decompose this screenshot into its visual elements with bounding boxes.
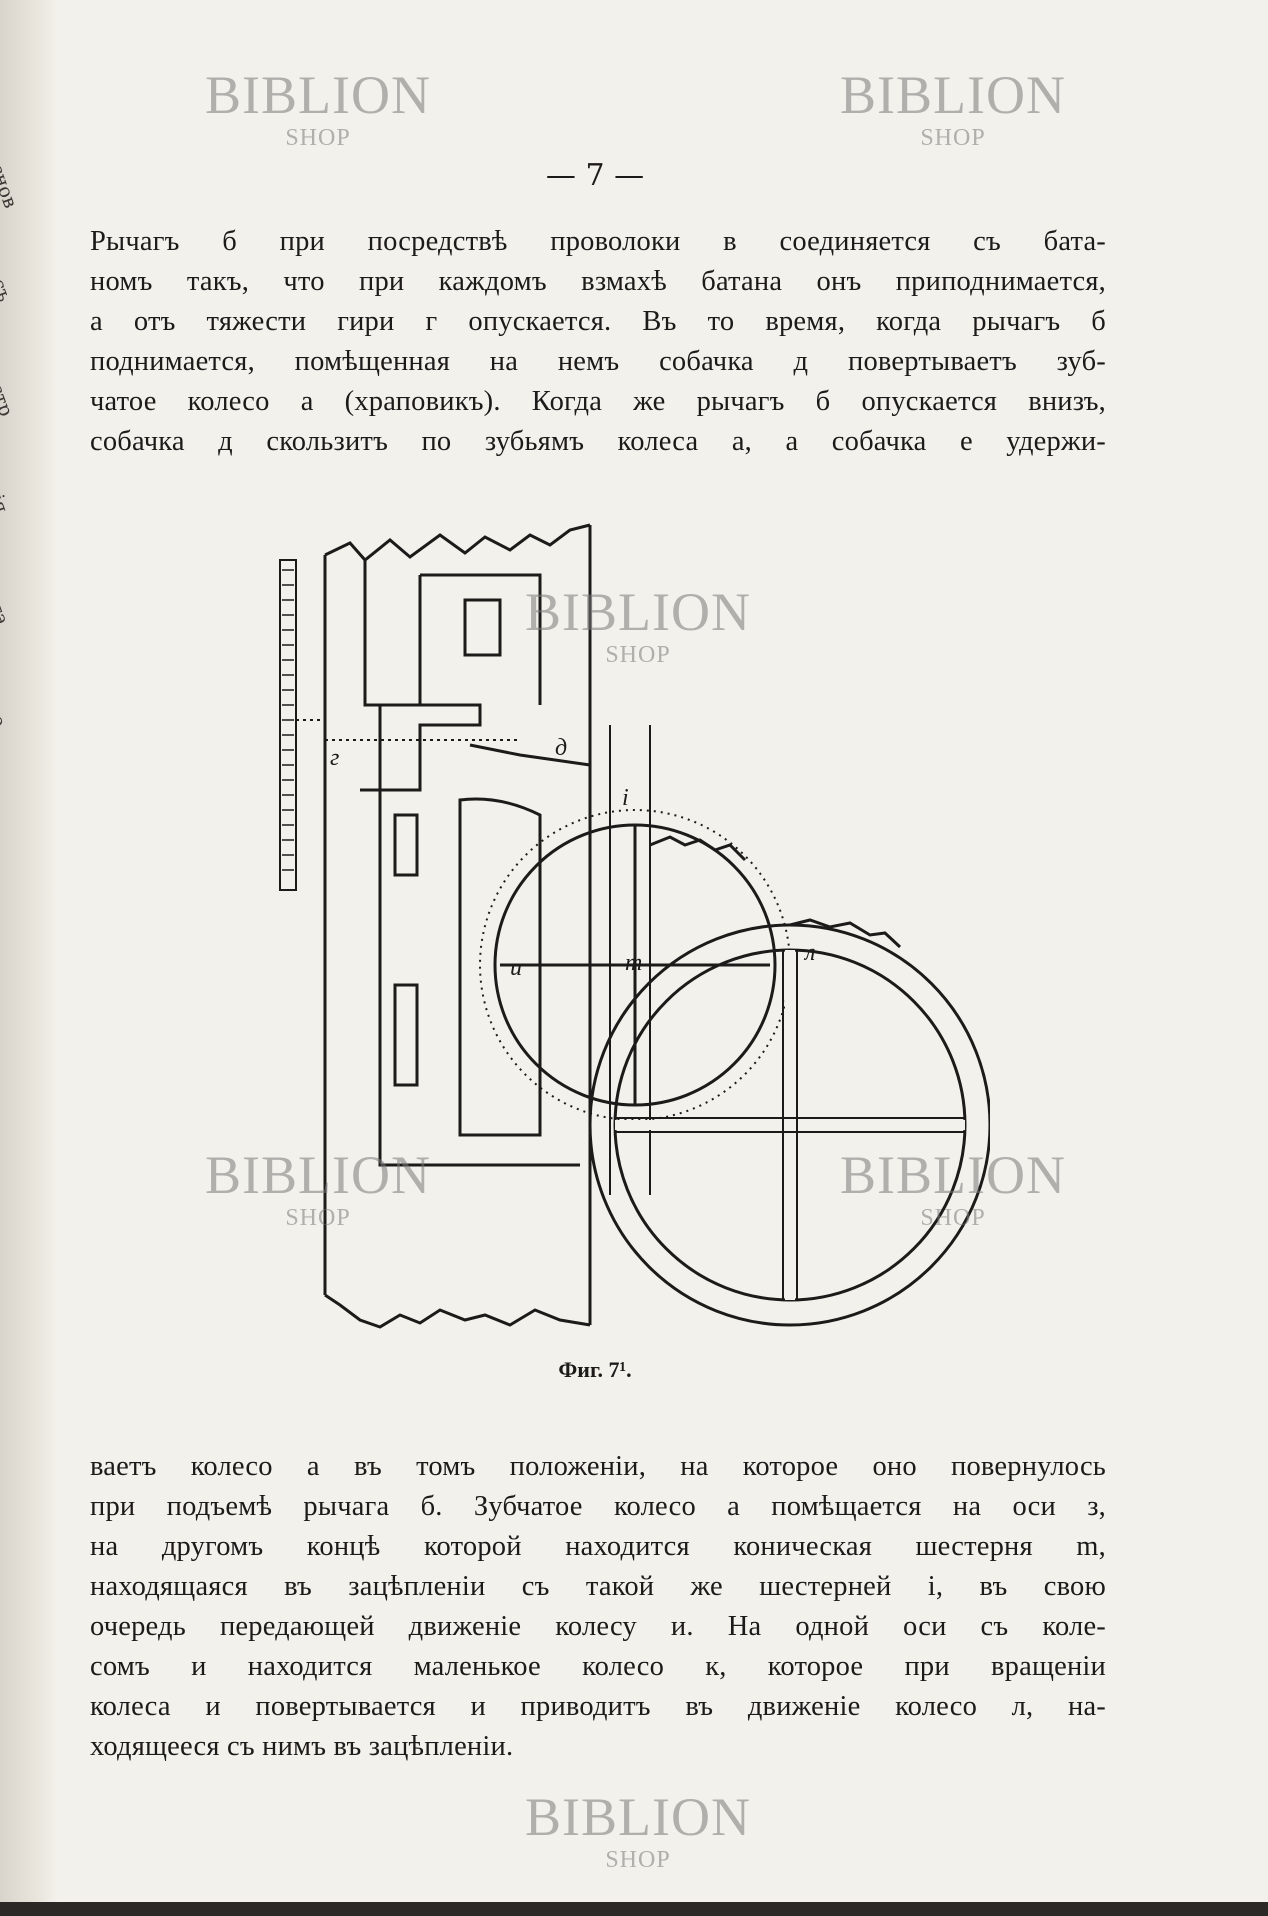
figure-label: г [330,745,339,771]
text-line: чатое колесо а (храповикъ). Когда же рыч… [90,386,1106,417]
fragment: нія [0,480,13,517]
adjacent-page-edge: основ в съ устр нія ста по [0,0,58,1916]
frame-bottom-break [324,1293,591,1329]
figure-label: д [555,735,567,761]
fragment: в съ [0,260,16,305]
text-line: на другомъ концѣ которой находится конич… [90,1531,1106,1562]
figure-label: л [803,940,815,966]
wheel-spokes [500,825,770,1105]
page-number: — 7 — [545,158,645,193]
fragment: ста [0,590,14,629]
upright [609,725,651,1195]
text-line: ваетъ колесо а въ томъ положеніи, на кот… [90,1451,1106,1482]
figure-label: i [622,785,629,811]
window [463,598,502,657]
text-line: сомъ и находится маленькое колесо к, кот… [90,1651,1106,1682]
frame-top-break [324,523,591,563]
mechanism-figure: г д i и m л [279,523,990,1329]
figure-label: m [625,950,642,976]
scan-bottom-edge [0,1902,1268,1916]
paragraph-bottom: ваетъ колесо а въ томъ положеніи, на кот… [90,1447,1106,1767]
fragment: по [0,700,11,731]
lever-body [458,743,591,1137]
text-line: а отъ тяжести гири г опускается. Въ то в… [90,306,1106,337]
ratchet-rack [279,559,297,891]
text-line: собачка д скользитъ по зубьямъ колеса а,… [90,426,1106,457]
text-line: ходящееся съ нимъ въ зацѣпленіи. [90,1731,514,1762]
rack-teeth [282,569,294,871]
text-line: находящаяся въ зацѣпленіи съ такой же ше… [90,1571,1106,1602]
text-line: номъ такъ, что при каждомъ взмахѣ батана… [90,266,1106,297]
large-gear-spokes-outline [615,950,965,1300]
block [393,983,419,1087]
block [393,813,419,877]
figure-label: и [510,955,522,981]
frame-outline [323,525,592,1325]
wire [296,719,520,741]
paragraph-top: Рычагъ б при посредствѣ проволоки в соед… [90,222,1106,462]
text-line: Рычагъ б при посредствѣ проволоки в соед… [90,226,1106,257]
figure-caption: Фиг. 7¹. [558,1357,632,1382]
text-line: поднимается, помѣщенная на немъ собачка … [90,346,1106,377]
fragment: устр [0,370,18,420]
large-gear-spokes [615,950,965,1300]
gear-teeth [649,835,902,949]
lever-arm [378,705,580,1167]
text-line: при подъемѣ рычага б. Зубчатое колесо а … [90,1491,1106,1522]
text-line: очередь передающей движеніе колесу и. На… [90,1611,1106,1642]
text-line: колеса и повертывается и приводитъ въ дв… [90,1691,1106,1722]
